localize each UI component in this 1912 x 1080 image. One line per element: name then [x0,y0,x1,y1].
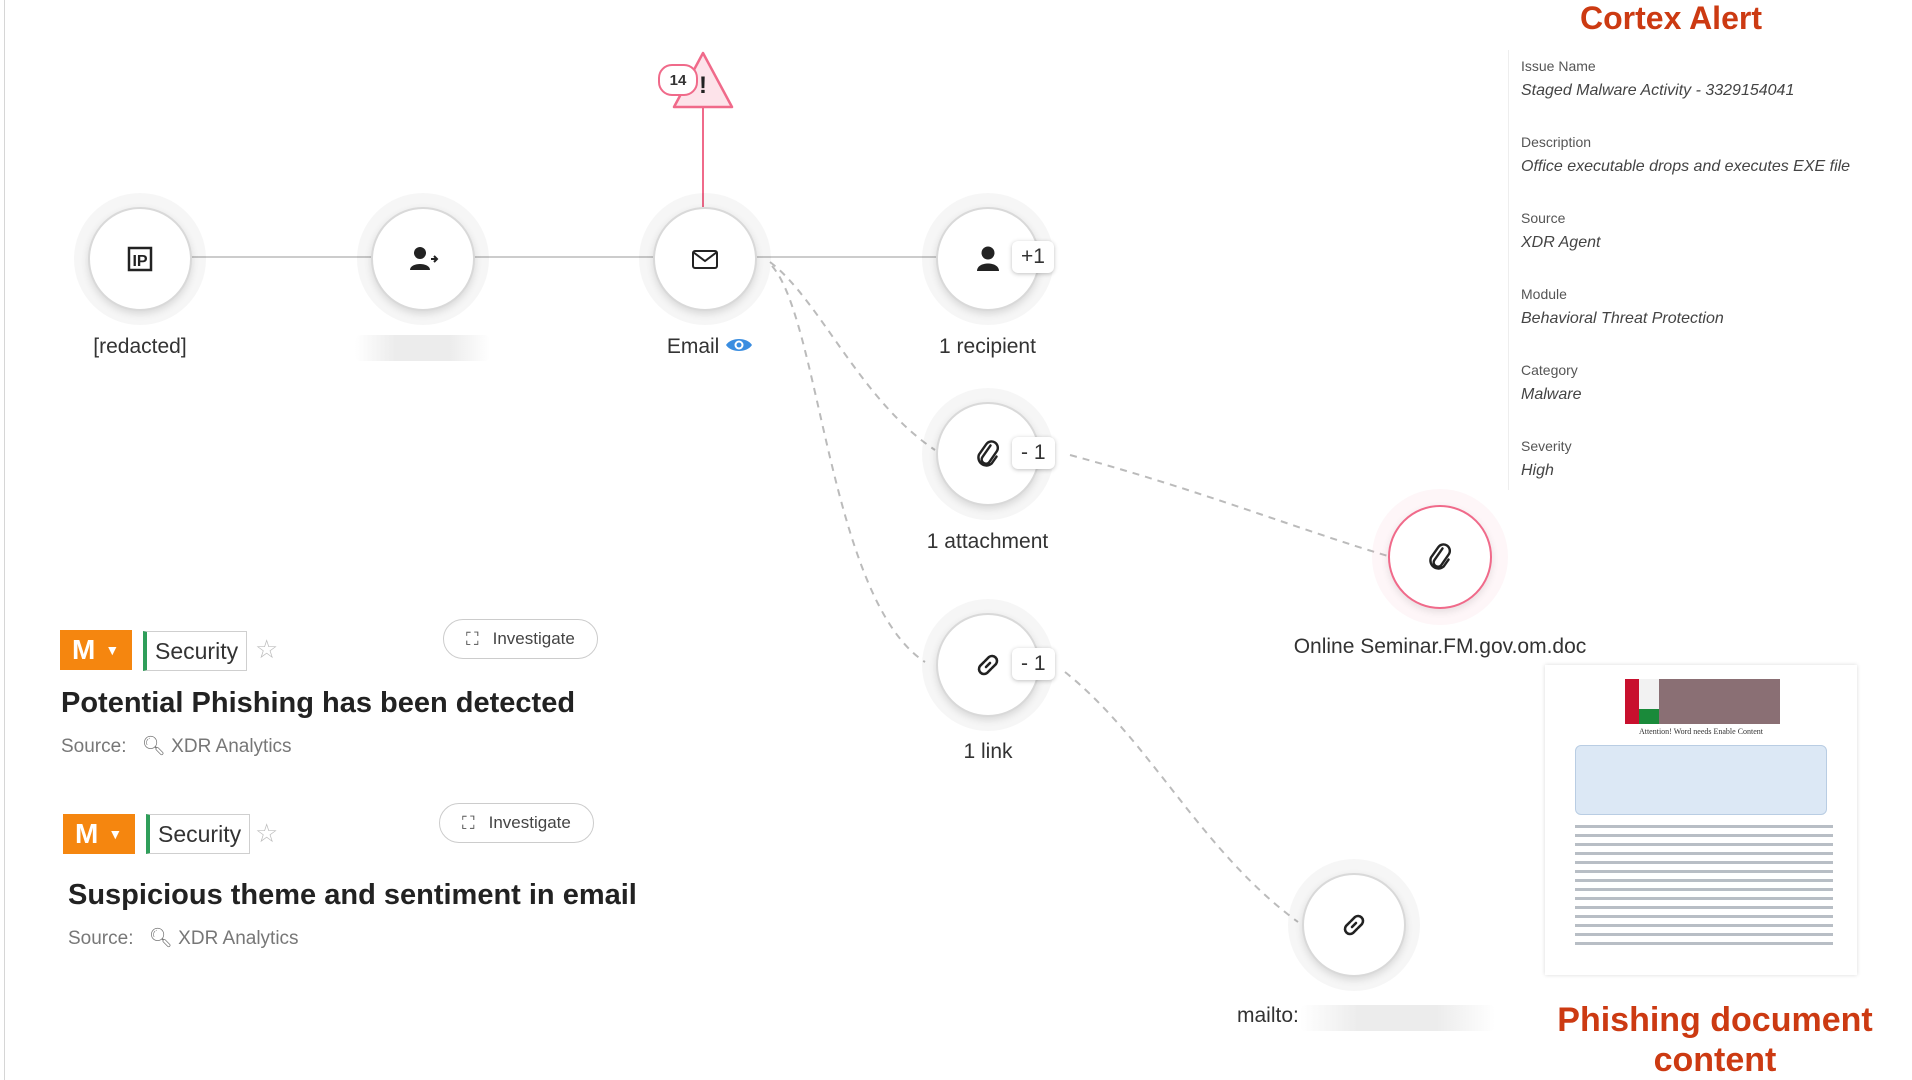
chevron-down-icon: ▼ [105,642,120,658]
email-label-text: Email [666,335,720,358]
cortex-alert-title: Cortex Alert [1580,0,1762,36]
alert-count-badge: 14 [658,64,698,96]
field-label: Module [1521,286,1567,302]
recipient-count: +1 [1012,241,1054,273]
source-value: XDR Analytics [178,928,299,949]
card-source: Source: 🔍︎ XDR Analytics [61,734,292,758]
star-icon[interactable]: ☆ [255,634,279,664]
flag-red-stripe [1625,679,1639,724]
ip-icon: IP [127,246,153,272]
redacted-mailto-address [1300,1005,1495,1031]
user-arrow-icon [410,247,439,270]
field-value: Staged Malware Activity - 3329154041 [1521,82,1795,99]
category-tag: Security [146,814,251,854]
recipient-node-label: 1 recipient [939,335,1036,358]
edge-email-attachment [769,261,936,451]
field-value: Office executable drops and executes EXE… [1521,158,1851,175]
severity-badge[interactable]: M ▼ [63,814,135,854]
recipient-node[interactable] [936,207,1040,311]
paperclip-icon [1429,543,1452,570]
field-description: Description Office executable drops and … [1521,134,1850,176]
field-value: XDR Agent [1521,234,1601,251]
magnifier-icon: 🔍︎ [148,928,173,949]
chevron-down-icon: ▼ [108,826,123,842]
field-label: Source [1521,210,1566,226]
investigate-button[interactable]: ⛶ Investigate [443,619,598,659]
document-body-lines [1575,825,1833,951]
field-label: Category [1521,362,1578,378]
category-tag: Security [143,631,248,671]
card-title: Potential Phishing has been detected [61,687,576,719]
link-count: - 1 [1012,648,1055,680]
phishing-document-preview: Attention! Word needs Enable Content [1545,665,1857,975]
svg-text:IP: IP [132,253,147,270]
link-icon [1343,914,1365,936]
magnifier-icon: 🔍︎ [141,736,166,757]
severity-letter: M [75,818,99,849]
expand-icon: ⛶ [466,628,479,649]
field-category: Category Malware [1521,362,1581,404]
edge-link-mailto [1064,671,1299,923]
source-label: Source: [68,928,134,949]
email-node[interactable] [653,207,757,311]
email-node-label: Email [655,335,765,359]
eye-icon[interactable] [725,336,753,354]
investigate-button[interactable]: ⛶ Investigate [439,803,594,843]
source-label: Source: [61,736,127,757]
investigate-label: Investigate [492,629,575,648]
cortex-alert-panel: Issue Name Staged Malware Activity - 332… [1508,50,1869,490]
document-banner [1625,679,1780,724]
link-node-label: 1 link [963,740,1013,763]
document-info-box [1575,745,1827,815]
field-value: High [1521,462,1554,479]
field-label: Issue Name [1521,58,1596,74]
flag-green-stripe [1639,709,1659,724]
document-warning-text: Attention! Word needs Enable Content [1638,727,1764,736]
investigate-label: Investigate [488,813,571,832]
mailto-node-label: mailto: [1237,1004,1299,1027]
expand-icon: ⛶ [462,812,475,833]
edge-email-link [771,265,926,663]
severity-letter: M [72,634,96,665]
field-source: Source XDR Agent [1521,210,1600,252]
field-value: Behavioral Threat Protection [1521,310,1724,327]
field-severity: Severity High [1521,438,1572,480]
field-issue-name: Issue Name Staged Malware Activity - 332… [1521,58,1794,100]
field-value: Malware [1521,386,1582,403]
mailto-node[interactable] [1302,873,1406,977]
envelope-icon [692,250,718,269]
doc-node[interactable] [1388,505,1492,609]
person-icon [977,246,999,271]
doc-node-label: Online Seminar.FM.gov.om.doc [1293,635,1587,658]
card-source: Source: 🔍︎ XDR Analytics [68,926,299,950]
user-node[interactable] [371,207,475,311]
ip-node-label: [redacted] [93,335,187,358]
ip-node[interactable]: IP [88,207,192,311]
left-divider [4,0,5,1080]
source-value: XDR Analytics [171,736,292,757]
edge-attachment-doc [1069,454,1389,557]
severity-badge[interactable]: M ▼ [60,630,132,670]
warning-exclamation: ! [699,72,707,99]
field-label: Severity [1521,438,1572,454]
card-title: Suspicious theme and sentiment in email [68,879,637,911]
redacted-user-label [355,335,490,361]
phishing-document-caption: Phishing document content [1557,1001,1873,1079]
link-icon [977,654,999,676]
attachment-count: - 1 [1012,437,1055,469]
field-label: Description [1521,134,1592,150]
field-module: Module Behavioral Threat Protection [1521,286,1724,328]
attachment-node-label: 1 attachment [926,530,1049,553]
star-icon[interactable]: ☆ [255,818,279,848]
paperclip-icon [977,440,1000,467]
